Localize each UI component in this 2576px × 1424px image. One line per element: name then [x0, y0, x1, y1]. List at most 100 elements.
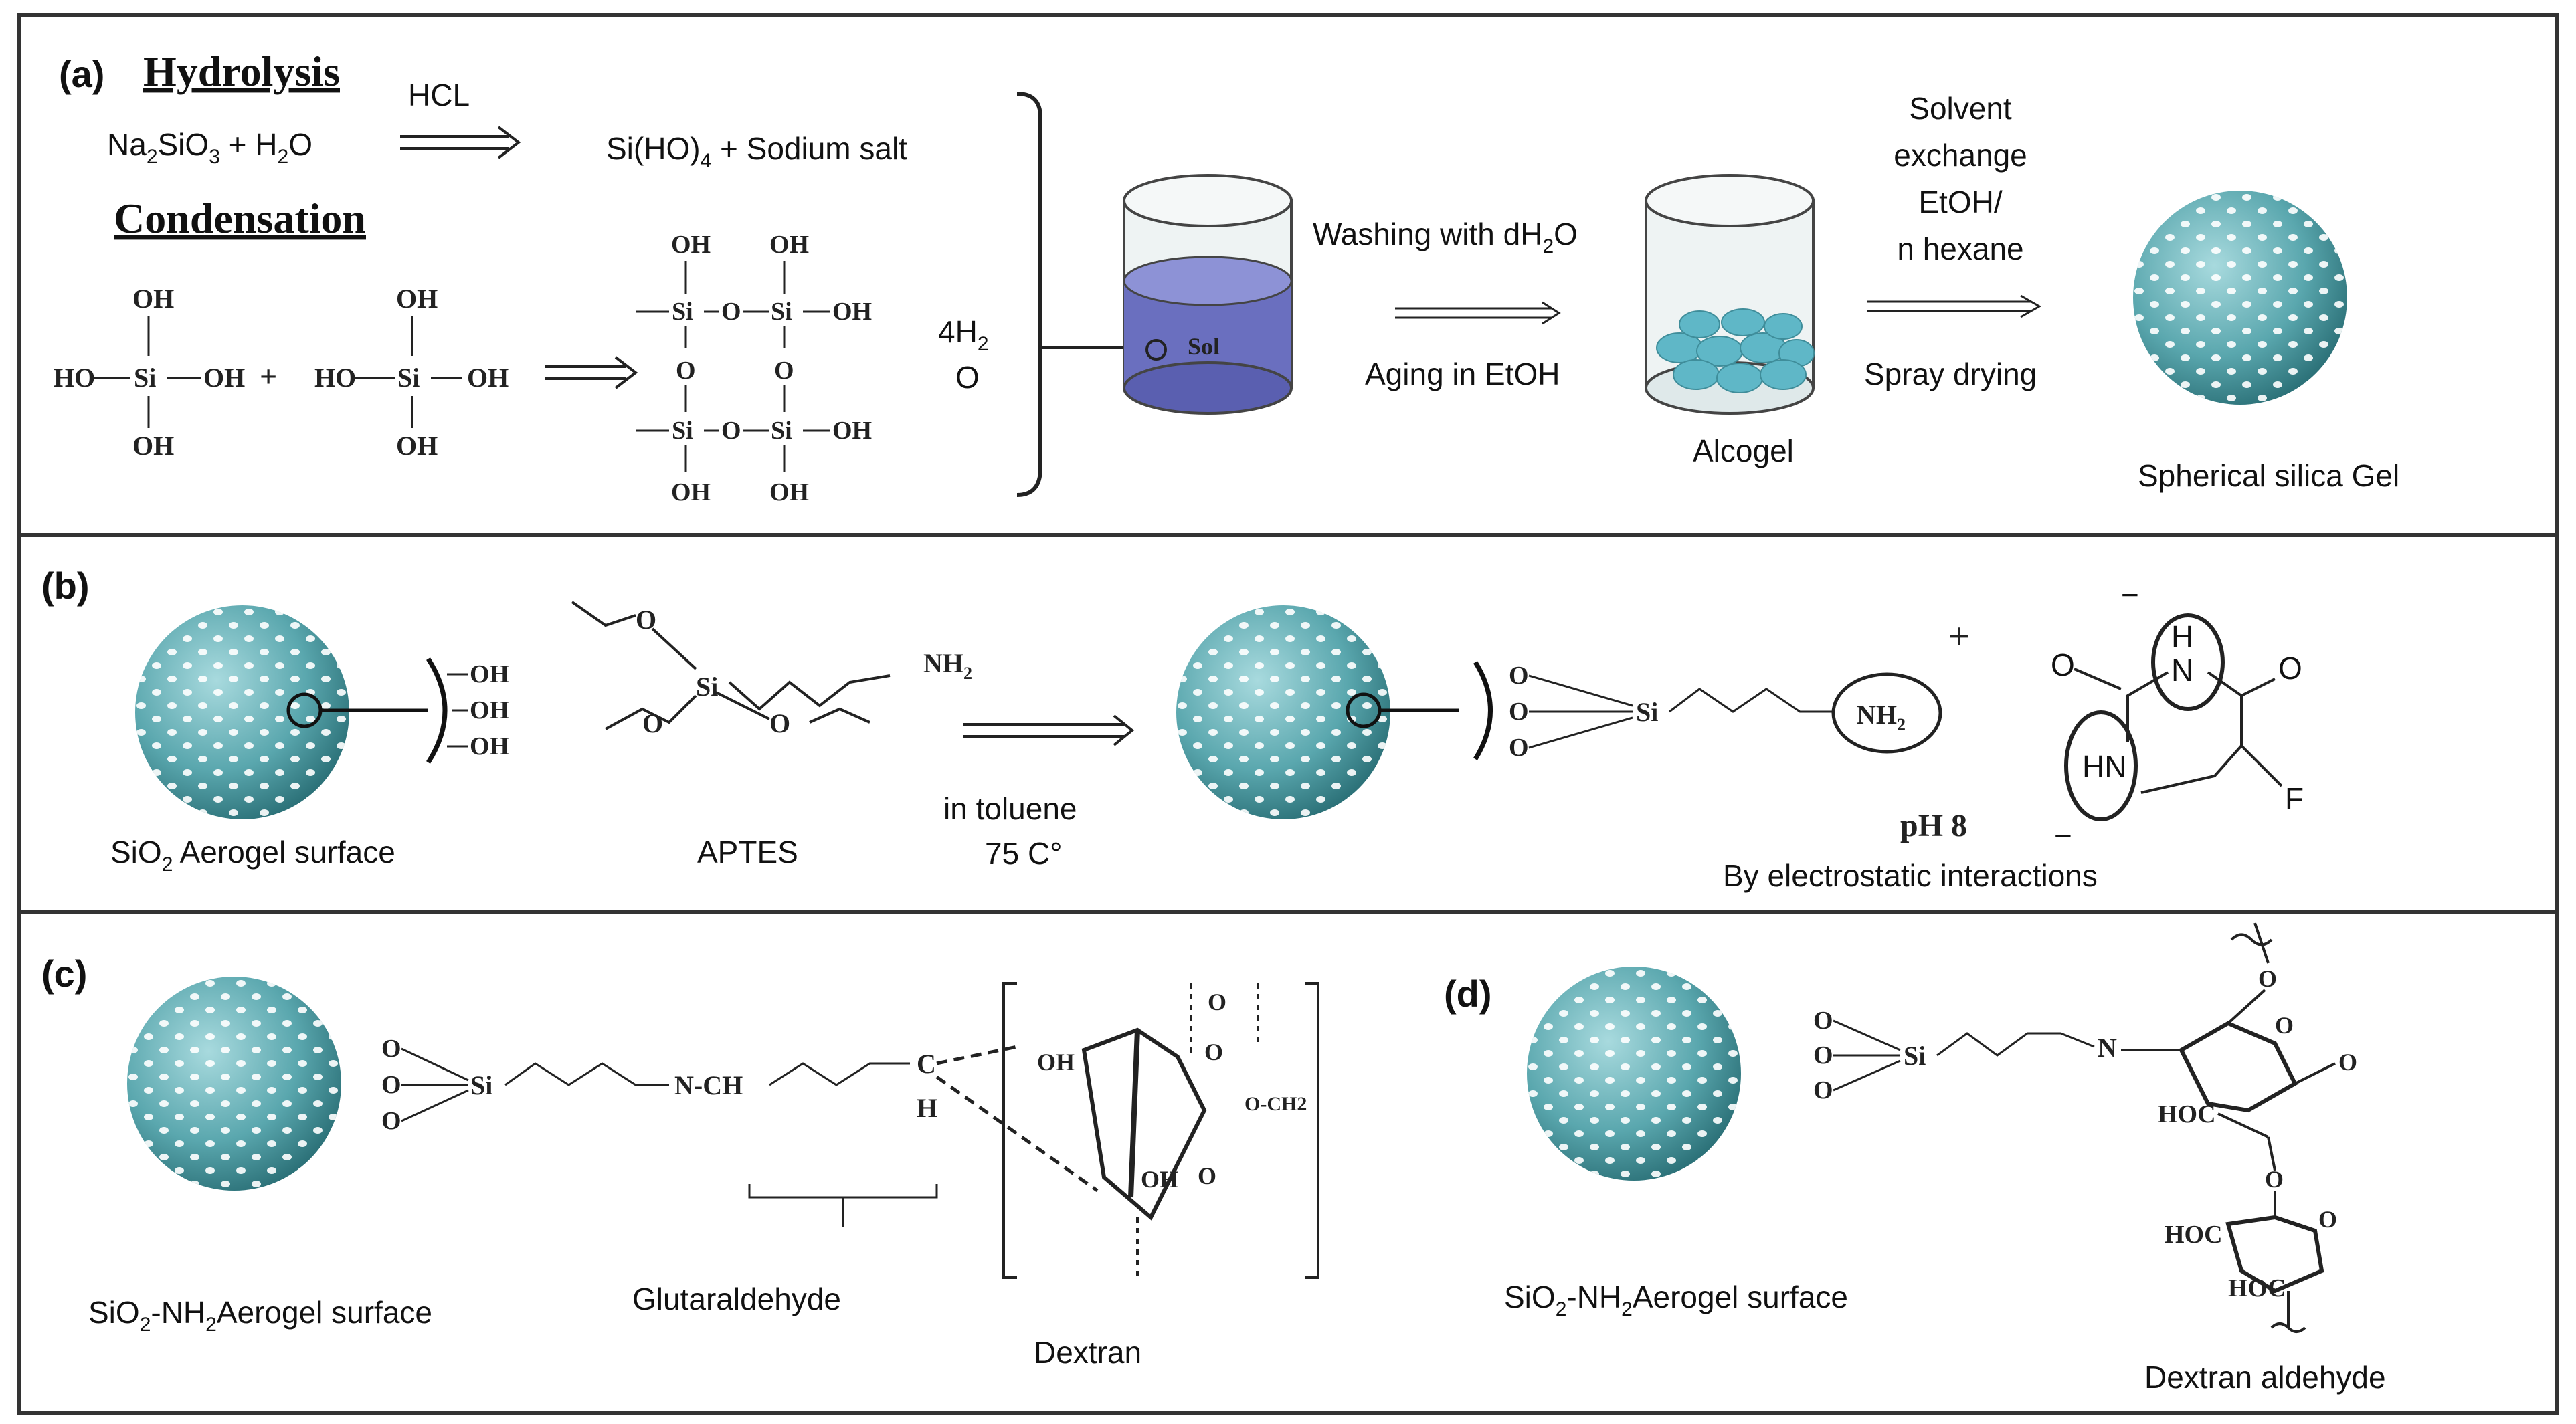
svg-text:Si: Si: [672, 298, 693, 326]
plus-sign: +: [260, 359, 277, 393]
svg-text:Si: Si: [771, 417, 792, 445]
svg-text:O: O: [1198, 1162, 1216, 1189]
svg-text:H: H: [2171, 619, 2193, 654]
washing-label: Washing with dH2O: [1313, 217, 1578, 258]
sol-beaker: Sol: [1123, 174, 1293, 415]
svg-text:HO: HO: [314, 363, 356, 393]
sio2-nh2-surface-label-c: SiO2-NH2Aerogel surface: [88, 1295, 432, 1336]
electrostatic-label: By electrostatic interactions: [1723, 858, 2098, 893]
svg-text:NH2: NH2: [923, 648, 972, 683]
svg-text:OH: OH: [1037, 1049, 1075, 1076]
svg-text:HOC: HOC: [2158, 1100, 2216, 1128]
svg-text:HOC: HOC: [2165, 1221, 2223, 1249]
temperature-label: 75 C°: [985, 836, 1063, 871]
svg-text:NH2: NH2: [1857, 700, 1906, 734]
hydrolysis-product: Si(HO)4 + Sodium salt: [606, 131, 907, 172]
surface-arc-b2: [1473, 661, 1493, 760]
svg-text:Si: Si: [397, 363, 420, 393]
hydrolysis-title: Hydrolysis: [143, 47, 340, 95]
svg-text:OH: OH: [470, 732, 509, 760]
svg-text:C: C: [917, 1049, 936, 1079]
svg-text:HO: HO: [54, 363, 95, 393]
svg-text:O-CH2: O-CH2: [1245, 1093, 1307, 1115]
washing-arrow: [1395, 301, 1561, 325]
silicic-acid-2: OH HO Si OH OH: [314, 284, 509, 461]
svg-text:exchange: exchange: [1894, 138, 2027, 173]
panel-c-tag: (c): [41, 952, 87, 995]
svg-text:O: O: [1509, 698, 1529, 726]
svg-text:O: O: [636, 605, 656, 635]
aging-label: Aging in EtOH: [1365, 357, 1560, 391]
surface-hydroxyls: OH OH OH: [447, 660, 509, 760]
svg-text:N: N: [2098, 1033, 2117, 1063]
svg-text:O: O: [2278, 651, 2302, 686]
glutaraldehyde-label: Glutaraldehyde: [632, 1282, 841, 1316]
solvent-exchange-arrow: [1867, 294, 2042, 318]
svg-text:−: −: [2121, 577, 2139, 612]
svg-text:O: O: [1509, 662, 1529, 690]
panel-b: (b) OH OH OH SiO2 Aerogel surface O Si O…: [41, 565, 2304, 893]
svg-text:Sol: Sol: [1188, 333, 1220, 360]
svg-text:OH: OH: [671, 478, 711, 506]
svg-text:F: F: [2285, 781, 2304, 816]
panel-a-tag: (a): [59, 53, 104, 95]
siloxane-network: OH OH Si O Si OH O O Si O Si OH: [636, 231, 872, 506]
aerogel-sphere-b2: [1176, 605, 1390, 819]
grafting-arrow: [963, 714, 1135, 746]
svg-text:+: +: [1948, 616, 1970, 657]
svg-text:OH: OH: [467, 363, 509, 393]
aminopropyl-silane: O O O Si NH2 +: [1509, 616, 1970, 762]
svg-text:OH: OH: [203, 363, 245, 393]
svg-text:n hexane: n hexane: [1897, 231, 2023, 266]
svg-text:O: O: [721, 417, 741, 445]
svg-text:N-CH: N-CH: [674, 1070, 743, 1100]
dextran-aldehyde-label: Dextran aldehyde: [2144, 1360, 2386, 1395]
solvent-exchange-text: Solvent exchange EtOH/ n hexane: [1894, 91, 2027, 266]
svg-text:Si: Si: [672, 417, 693, 445]
svg-text:OH: OH: [132, 431, 174, 461]
alcogel-beaker: [1645, 174, 1815, 415]
svg-text:HOC: HOC: [2228, 1274, 2286, 1302]
svg-text:O: O: [721, 298, 741, 326]
sio2-nh2-surface-label-d: SiO2-NH2Aerogel surface: [1504, 1280, 1848, 1320]
spherical-silica-label: Spherical silica Gel: [2138, 458, 2399, 493]
panel-d-tag: (d): [1444, 973, 1492, 1015]
svg-text:O: O: [1813, 1007, 1833, 1035]
hydrolysis-arrow: [400, 126, 521, 159]
condensation-title: Condensation: [114, 195, 366, 242]
svg-text:Si: Si: [470, 1070, 492, 1100]
svg-text:O: O: [1813, 1041, 1833, 1070]
aerogel-sphere-c: [127, 977, 341, 1191]
toluene-label: in toluene: [943, 791, 1077, 826]
svg-text:O: O: [2051, 647, 2075, 682]
svg-text:H: H: [917, 1093, 937, 1123]
svg-text:OH: OH: [470, 696, 509, 724]
dextran-unit: O O O-CH2 OH OH O: [1002, 982, 1319, 1279]
outer-frame: [17, 13, 2559, 1415]
aerogel-sphere-b: [135, 605, 349, 819]
spray-drying-label: Spray drying: [1864, 357, 2037, 391]
svg-text:OH: OH: [769, 231, 809, 259]
svg-text:O: O: [381, 1107, 401, 1135]
svg-text:O: O: [676, 357, 696, 385]
svg-text:O: O: [2275, 1012, 2294, 1039]
svg-text:HN: HN: [2082, 749, 2126, 784]
svg-text:O: O: [381, 1071, 401, 1099]
svg-text:O: O: [642, 708, 663, 738]
svg-text:N: N: [2171, 653, 2193, 688]
panel-b-tag: (b): [41, 565, 90, 607]
svg-text:Solvent: Solvent: [1909, 91, 2012, 126]
aerogel-sphere-d: [1527, 967, 1741, 1181]
alcogel-label: Alcogel: [1693, 433, 1794, 468]
svg-text:O: O: [381, 1035, 401, 1063]
svg-text:Si: Si: [1636, 697, 1658, 727]
svg-text:O: O: [2258, 965, 2277, 992]
surface-arc-b: [426, 657, 448, 764]
fluorouracil-molecule: H N HN O O F − −: [2051, 577, 2304, 853]
panel-c: (c) O O O Si N-CH C H: [41, 952, 1319, 1370]
svg-text:O: O: [774, 357, 794, 385]
svg-text:OH: OH: [832, 298, 872, 326]
svg-text:Si: Si: [696, 672, 718, 702]
svg-text:Si: Si: [134, 363, 156, 393]
